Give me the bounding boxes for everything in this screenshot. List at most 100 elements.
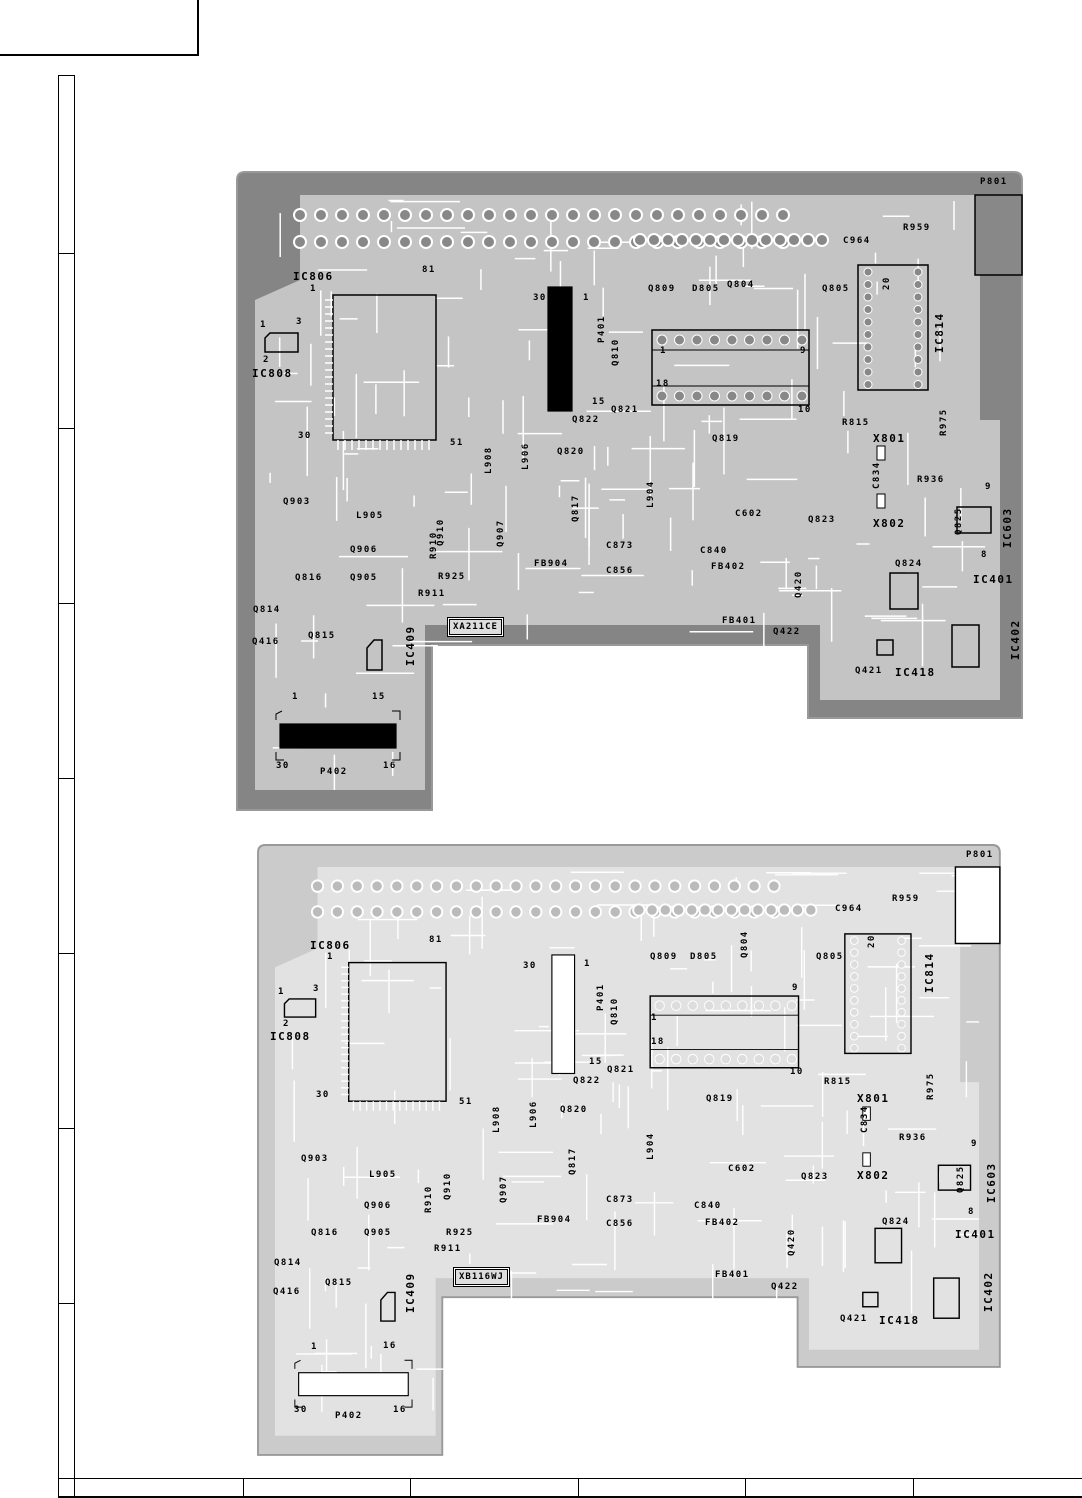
component-label: Q420: [787, 1228, 797, 1256]
pad: [524, 208, 538, 222]
pad: [330, 879, 344, 893]
pad: [632, 903, 646, 917]
component-label: Q816: [311, 1228, 339, 1238]
pad: [356, 235, 370, 249]
component-label: IC603: [985, 1162, 998, 1203]
component-label: 8: [968, 1207, 975, 1217]
pad: [675, 233, 689, 247]
component-label: R936: [899, 1133, 927, 1143]
pad: [755, 208, 769, 222]
pad: [671, 208, 685, 222]
component-label: Q905: [364, 1228, 392, 1238]
pad: [419, 235, 433, 249]
pad: [647, 233, 661, 247]
x801-crystal: [876, 445, 886, 461]
ic402-outline: [951, 624, 980, 668]
pad: [350, 905, 364, 919]
component-label: R975: [939, 408, 949, 436]
ic814-pin: [863, 330, 873, 339]
pad: [587, 235, 601, 249]
component-label: C834: [872, 461, 882, 489]
pad: [568, 905, 583, 919]
component-label: Q823: [801, 1172, 829, 1182]
component-label: IC401: [973, 573, 1014, 586]
component-label: 20: [882, 276, 892, 290]
ic814-pin: [913, 355, 923, 364]
pad: [692, 208, 706, 222]
pad: [503, 235, 517, 249]
dip-pin: [744, 390, 755, 402]
p402-brackets: [294, 1359, 413, 1408]
component-label: Q422: [771, 1282, 799, 1292]
row-divider: [58, 603, 75, 604]
component-label: Q907: [499, 1175, 509, 1203]
component-label: Q819: [712, 434, 740, 444]
ic814-pin: [897, 936, 906, 945]
pcb-bottom-view: [257, 844, 1001, 1456]
component-label: Q821: [607, 1065, 635, 1075]
component-label: Q814: [253, 605, 281, 615]
component-label: 15: [372, 692, 386, 702]
dip-pin: [709, 390, 720, 402]
component-label: Q906: [350, 545, 378, 555]
dip-pin: [670, 1053, 682, 1065]
component-label: IC814: [933, 312, 946, 353]
component-label: IC409: [404, 1272, 417, 1313]
row-divider: [58, 778, 75, 779]
ic814-pin: [863, 267, 873, 277]
dip-pin: [737, 1000, 748, 1011]
ic814-pin: [863, 305, 873, 314]
component-label: Q817: [568, 1147, 578, 1175]
pad: [390, 905, 404, 919]
ic409-outline: [366, 639, 383, 671]
component-label: FB402: [705, 1218, 740, 1228]
pad: [509, 879, 523, 893]
p402-brackets: [275, 710, 401, 761]
pad: [370, 905, 384, 919]
dip-pin: [770, 1000, 781, 1011]
pad: [751, 903, 765, 917]
pad: [648, 879, 662, 893]
component-label: IC808: [252, 367, 293, 380]
component-label: 18: [656, 379, 670, 389]
component-label: 1: [310, 284, 317, 294]
pad: [440, 208, 454, 222]
component-label: R925: [438, 572, 466, 582]
title-block: [0, 0, 199, 56]
ic814-pin: [897, 1007, 906, 1017]
component-label: FB401: [722, 616, 757, 626]
ic418-outline: [876, 639, 894, 656]
component-label: Q815: [308, 631, 336, 641]
ic814-outline: [844, 933, 912, 1055]
ic806-outline: [348, 961, 447, 1102]
component-label: Q825: [956, 1165, 966, 1193]
component-label: 16: [393, 1405, 407, 1415]
component-label: Q420: [794, 570, 804, 598]
q824-outline: [889, 572, 919, 610]
component-label: 1: [292, 692, 299, 702]
component-label: R925: [446, 1228, 474, 1238]
pad: [671, 903, 686, 917]
copper-area: [275, 866, 980, 1436]
component-label: Q907: [496, 519, 506, 547]
pad: [370, 879, 384, 893]
component-label: 51: [459, 1097, 473, 1107]
component-label: IC418: [879, 1314, 920, 1327]
component-label: D805: [690, 952, 718, 962]
pad: [608, 905, 622, 919]
pad: [390, 879, 404, 893]
component-label: Q422: [773, 627, 801, 637]
ic814-pin: [850, 984, 859, 993]
component-label: IC603: [1001, 507, 1014, 548]
q824-outline: [874, 1227, 903, 1264]
component-label: Q903: [283, 497, 311, 507]
pad: [703, 233, 717, 247]
component-label: IC808: [270, 1030, 311, 1043]
component-label: Q804: [740, 930, 750, 958]
pad: [545, 208, 559, 222]
ic814-pin: [850, 1019, 859, 1029]
component-label: Q820: [560, 1105, 588, 1115]
component-label: 9: [800, 346, 807, 356]
pad: [461, 235, 475, 249]
component-label: 3: [313, 984, 320, 994]
